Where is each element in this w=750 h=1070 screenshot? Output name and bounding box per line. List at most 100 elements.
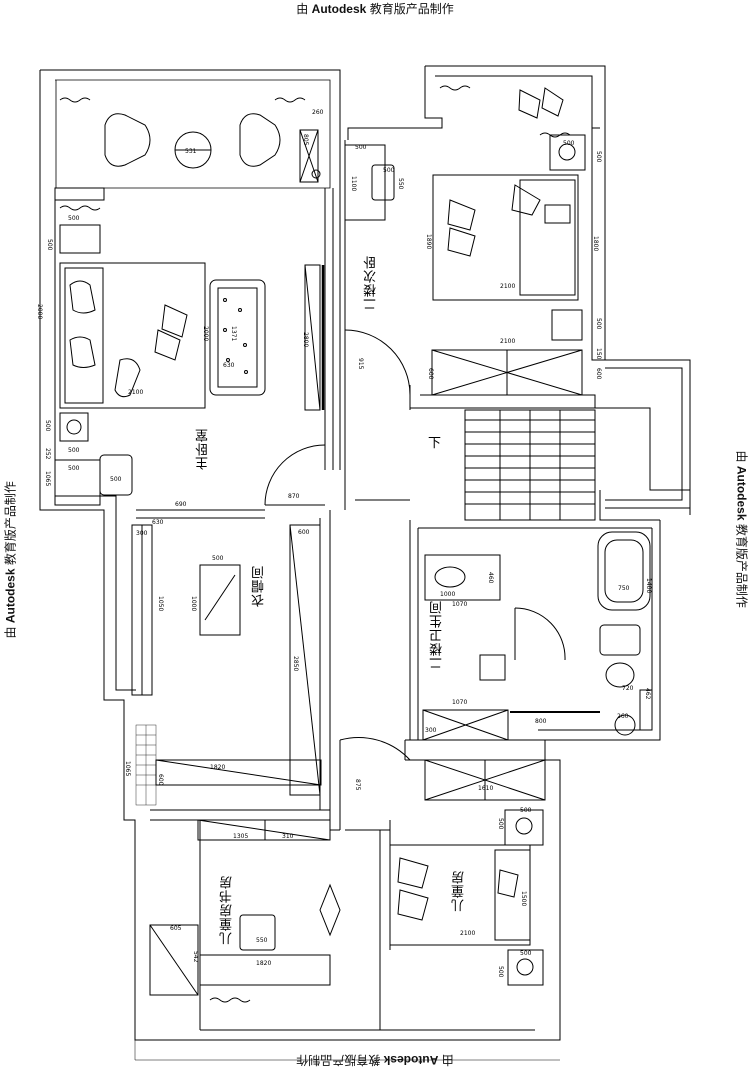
dim-label: 875 bbox=[354, 779, 361, 791]
watermark-suffix: 教育版产品制作 bbox=[3, 481, 18, 566]
dim-label: 542 bbox=[192, 951, 199, 963]
watermark-brand: Autodesk bbox=[383, 1053, 439, 1067]
dim-label: 1100 bbox=[350, 176, 357, 191]
dim-label: 500 bbox=[595, 318, 602, 330]
dim-label: 720 bbox=[622, 685, 634, 692]
kids-room-furniture bbox=[389, 759, 546, 986]
dim-label: 2000 bbox=[202, 326, 209, 341]
room-label-second-bathroom: 二楼卫生间 bbox=[430, 600, 445, 670]
dim-label: 2100 bbox=[500, 338, 515, 345]
dim-label: 1070 bbox=[452, 699, 467, 706]
stairs-down-label: 下 bbox=[428, 436, 442, 451]
dim-label: 500 bbox=[595, 151, 602, 163]
master-bed bbox=[59, 262, 206, 409]
watermark-left: 由 Autodesk 教育版产品制作 bbox=[2, 481, 19, 639]
dim-label: 300 bbox=[136, 530, 148, 537]
watermark-prefix: 由 bbox=[441, 1053, 454, 1067]
dim-label: 600 bbox=[595, 368, 602, 380]
watermark-bottom: 由 Autodesk 教育版产品制作 bbox=[0, 1052, 750, 1069]
dim-label: 500 bbox=[355, 144, 367, 151]
dim-label: 750 bbox=[618, 585, 630, 592]
room-label-kids-room: 儿童房 bbox=[452, 870, 467, 912]
dim-label: 800 bbox=[535, 718, 547, 725]
watermark-suffix: 教育版产品制作 bbox=[734, 523, 749, 608]
watermark-suffix: 教育版产品制作 bbox=[369, 2, 454, 16]
room-label-cloakroom: 衣帽间 bbox=[252, 565, 267, 607]
watermark-suffix: 教育版产品制作 bbox=[296, 1053, 381, 1067]
watermark-top: 由 Autodesk 教育版产品制作 bbox=[0, 0, 750, 17]
dim-label: 500 bbox=[563, 140, 575, 147]
watermark-prefix: 由 bbox=[734, 450, 749, 463]
dim-label: 1065 bbox=[124, 761, 131, 776]
dim-label: 310 bbox=[282, 833, 294, 840]
dim-label: 2100 bbox=[128, 389, 143, 396]
master-desk bbox=[54, 454, 133, 506]
balcony-curtain bbox=[59, 97, 306, 211]
dim-label: 2100 bbox=[460, 930, 475, 937]
watermark-brand: Autodesk bbox=[311, 2, 367, 16]
dim-label: 500 bbox=[110, 476, 122, 483]
dim-label: 500 bbox=[68, 447, 80, 454]
second-bedroom-furniture bbox=[344, 85, 586, 396]
dim-label: 500 bbox=[46, 239, 53, 251]
dim-label: 1371 bbox=[230, 326, 237, 341]
bathroom-fixtures bbox=[422, 531, 653, 741]
dim-label: 805 bbox=[302, 134, 309, 146]
dim-label: 550 bbox=[256, 937, 268, 944]
dim-label: 1610 bbox=[478, 785, 493, 792]
dim-label: 150 bbox=[595, 348, 602, 360]
dim-label: 500 bbox=[520, 950, 532, 957]
dim-label: 690 bbox=[175, 501, 187, 508]
dim-label: 915 bbox=[357, 358, 364, 370]
dim-label: 630 bbox=[223, 362, 235, 369]
dim-label: 870 bbox=[288, 493, 300, 500]
dim-label: 500 bbox=[497, 966, 504, 978]
dim-label: 500 bbox=[68, 215, 80, 222]
dim-label: 1065 bbox=[44, 471, 51, 486]
dim-label: 500 bbox=[212, 555, 224, 562]
watermark-prefix: 由 bbox=[296, 2, 309, 16]
room-label-second-bedroom: 二楼次卧 bbox=[364, 255, 379, 311]
dim-label: 1305 bbox=[233, 833, 248, 840]
dim-label: 500 bbox=[68, 465, 80, 472]
watermark-prefix: 由 bbox=[3, 626, 18, 639]
dim-label: 600 bbox=[157, 774, 164, 786]
interior-walls bbox=[136, 140, 652, 1030]
dim-label: 1500 bbox=[520, 891, 527, 906]
master-sofa bbox=[209, 279, 266, 396]
watermark-right: 由 Autodesk 教育版产品制作 bbox=[734, 450, 750, 608]
dim-label: 1050 bbox=[157, 596, 164, 611]
dim-label: 1890 bbox=[425, 234, 432, 249]
room-label-master-bedroom: 主卧室 bbox=[196, 428, 211, 470]
watermark-brand: Autodesk bbox=[734, 465, 749, 521]
dim-label: 531 bbox=[185, 148, 197, 155]
dim-label: 500 bbox=[520, 807, 532, 814]
dim-label: 600 bbox=[298, 529, 310, 536]
dim-label: 500 bbox=[44, 420, 51, 432]
dim-label: 462 bbox=[644, 688, 651, 700]
balcony-chairs bbox=[104, 113, 281, 169]
dim-label: 2000 bbox=[36, 304, 43, 319]
dim-label: 500 bbox=[383, 167, 395, 174]
dim-label: 2100 bbox=[500, 283, 515, 290]
dim-label: 2850 bbox=[292, 656, 299, 671]
staircase bbox=[464, 409, 596, 521]
dim-label: 2800 bbox=[302, 332, 309, 347]
kids-study-furniture bbox=[149, 819, 331, 1003]
dim-label: 1820 bbox=[256, 960, 271, 967]
dim-label: 605 bbox=[170, 925, 182, 932]
dim-label: 1000 bbox=[440, 591, 455, 598]
watermark-brand: Autodesk bbox=[3, 568, 18, 624]
dim-label: 1070 bbox=[452, 601, 467, 608]
doors bbox=[264, 329, 566, 937]
dim-label: 300 bbox=[425, 727, 437, 734]
cloakroom-fixtures bbox=[131, 524, 322, 806]
dim-label: 600 bbox=[427, 368, 434, 380]
dim-label: 1800 bbox=[592, 236, 599, 251]
dim-label: 460 bbox=[487, 572, 494, 584]
dim-label: 500 bbox=[497, 818, 504, 830]
dim-label: 550 bbox=[397, 178, 404, 190]
master-nightstands bbox=[59, 129, 325, 442]
dim-label: 252 bbox=[44, 448, 51, 460]
